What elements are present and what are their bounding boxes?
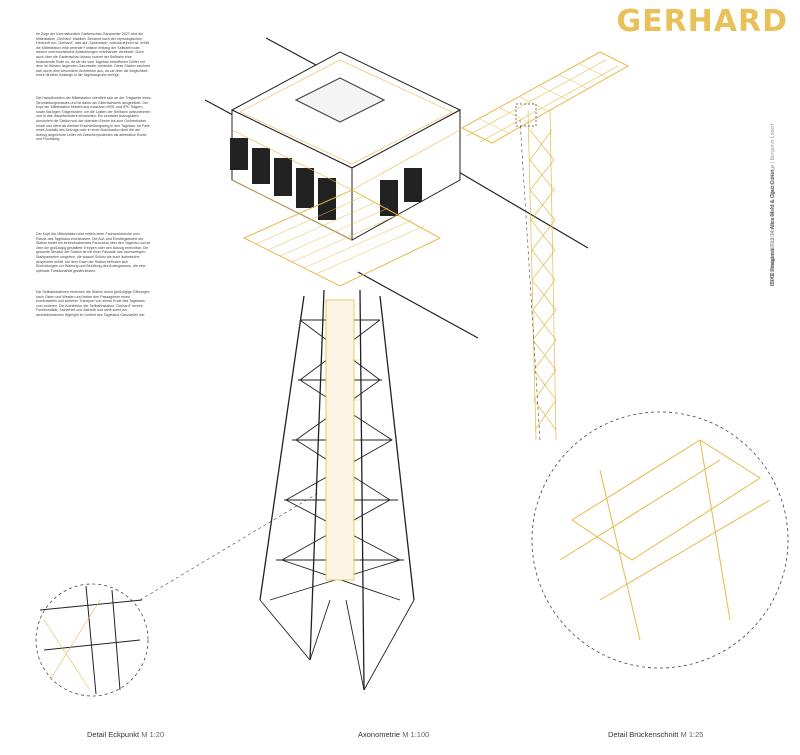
bridge-support-truss <box>515 103 557 441</box>
station-head <box>230 51 462 287</box>
detail-corner-circle <box>35 491 321 697</box>
roof-vent <box>294 77 386 123</box>
lattice-tower <box>259 289 415 691</box>
text-paragraph-structure: Die Hauptfunktion der Mittelstation orie… <box>36 96 151 142</box>
caption-axonometry: Axonometrie M 1:100 <box>358 730 430 739</box>
truss-bridge <box>460 51 630 144</box>
text-paragraph-access: Der Kopf der Mittelstation wird mittels … <box>36 232 151 273</box>
elevator-core <box>325 299 355 581</box>
project-title: GERHARD <box>616 4 788 39</box>
caption-detail-bridge: Detail Brückenschnitt M 1:25 <box>608 730 704 739</box>
caption-detail-corner: Detail Eckpunkt M 1:20 <box>87 730 165 739</box>
cable-right <box>451 167 589 249</box>
text-paragraph-intro: Im Zuge der Internationalen Gartenschau … <box>36 32 150 78</box>
detail-bridge-circle <box>519 119 789 669</box>
text-paragraph-cabins: Die Seilbahnkabinen erreichen die Statio… <box>36 290 150 317</box>
cable-lower <box>357 271 479 339</box>
platform-deck <box>242 189 442 287</box>
